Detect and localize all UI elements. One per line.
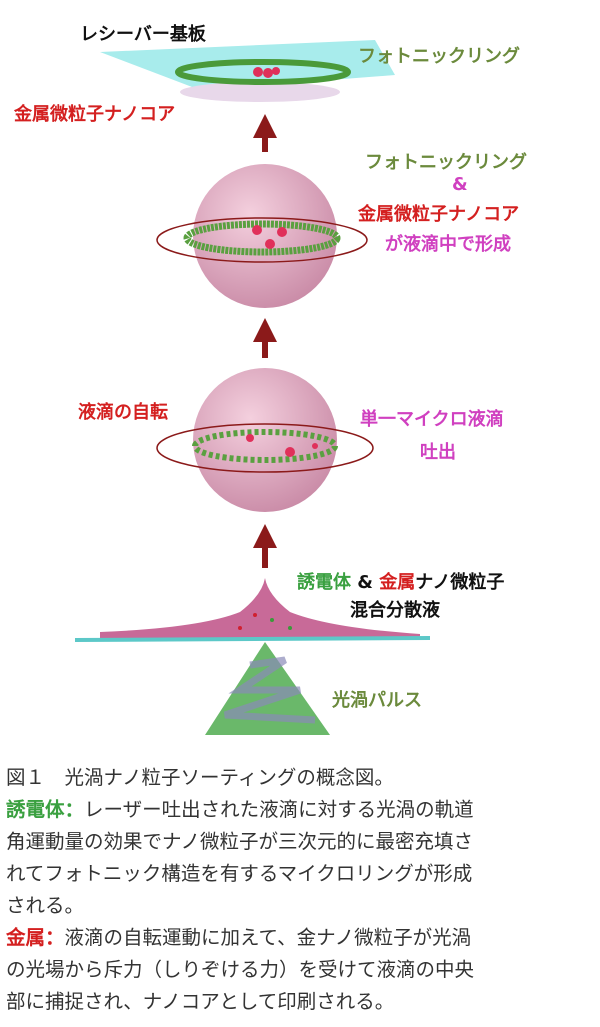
- caption-text: 部に捕捉され、ナノコアとして印刷される。: [6, 990, 395, 1013]
- droplet-with-ring-and-core: [156, 164, 368, 308]
- label-metal: 金属: [379, 572, 416, 593]
- label-rotation: 液滴の自転: [78, 402, 168, 423]
- label-amp: &: [452, 174, 468, 195]
- label-mixed-dispersion: 混合分散液: [350, 600, 440, 621]
- figure-caption: 図１ 光渦ナノ粒子ソーティングの概念図。 誘電体：レーザー吐出された液滴に対する…: [6, 762, 598, 1018]
- caption-title: 図１ 光渦ナノ粒子ソーティングの概念図。: [6, 766, 394, 789]
- receiver-substrate: [100, 40, 395, 102]
- label-ejection: 吐出: [420, 442, 456, 463]
- label-nanoparticles: ナノ微粒子: [415, 572, 505, 593]
- label-photonic-ring-mid: フォトニックリング: [365, 152, 527, 173]
- dispersion-film: [74, 578, 431, 642]
- label-amp2: &: [351, 572, 380, 593]
- caption-dielectric-line: 誘電体：レーザー吐出された液滴に対する光渦の軌道: [6, 794, 598, 826]
- label-formed-in-droplet: が液滴中で形成: [385, 234, 511, 255]
- label-metal-core-top: 金属微粒子ナノコア: [14, 104, 176, 125]
- vortex-pulse-cone: [205, 642, 330, 735]
- caption-dielectric-head: 誘電体：: [6, 798, 85, 821]
- label-dispersion: 誘電体 & 金属ナノ微粒子: [297, 568, 504, 594]
- label-dielectric: 誘電体: [297, 572, 351, 593]
- rotating-droplet: [156, 368, 374, 512]
- label-metal-core-mid: 金属微粒子ナノコア: [358, 204, 520, 225]
- diagram: [74, 40, 431, 735]
- caption-text: の光場から斥力（しりぞける力）を受けて液滴の中央: [6, 958, 475, 981]
- label-photonic-ring-top: フォトニックリング: [358, 46, 520, 67]
- caption-text: される。: [6, 894, 85, 917]
- caption-metal-head: 金属：: [6, 926, 65, 949]
- caption-metal-line: 金属：液滴の自転運動に加えて、金ナノ微粒子が光渦: [6, 922, 598, 954]
- caption-text: 角運動量の効果でナノ微粒子が三次元的に最密充填さ: [6, 830, 474, 853]
- caption-text: れてフォトニック構造を有するマイクロリングが形成: [6, 862, 473, 885]
- caption-text: 液滴の自転運動に加えて、金ナノ微粒子が光渦: [64, 926, 472, 949]
- label-vortex-pulse: 光渦パルス: [332, 690, 422, 711]
- label-single-droplet: 単一マイクロ液滴: [360, 409, 504, 430]
- caption-text: レーザー吐出された液滴に対する光渦の軌道: [84, 798, 474, 821]
- label-receiver-substrate: レシーバー基板: [80, 24, 206, 45]
